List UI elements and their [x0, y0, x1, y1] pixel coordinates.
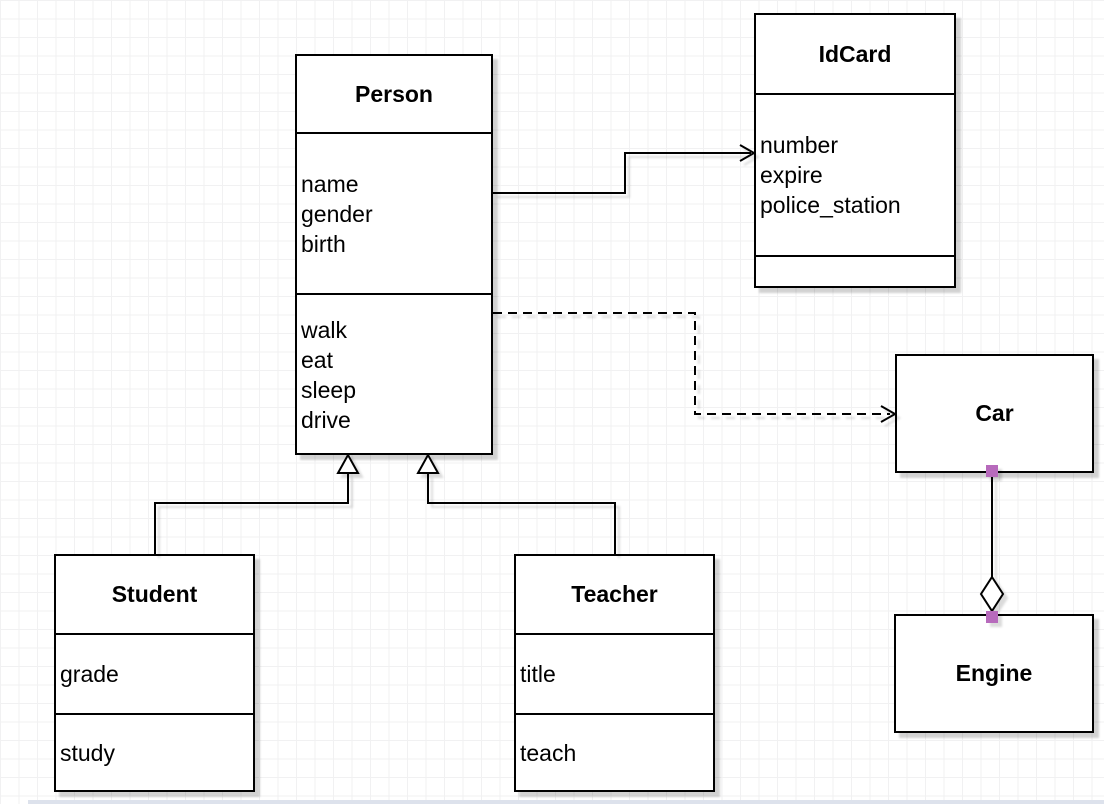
method: study	[60, 739, 115, 766]
attribute: birth	[301, 230, 346, 257]
class-title-student: Student	[111, 581, 198, 607]
edge-dependency-person-car[interactable]	[493, 312, 898, 423]
class-box-person[interactable]: Person name gender birth walk eat sleep …	[295, 54, 493, 455]
teacher-methods-section: teach	[516, 713, 713, 790]
person-attributes-section: name gender birth	[297, 132, 491, 293]
class-title-car: Car	[975, 400, 1014, 426]
class-title-idcard: IdCard	[818, 40, 892, 67]
attribute: name	[301, 170, 359, 197]
canvas-bottom-edge	[28, 800, 1104, 804]
method: teach	[520, 739, 577, 766]
class-title-person: Person	[355, 80, 433, 107]
attribute: number	[760, 132, 838, 158]
attribute: grade	[60, 661, 119, 687]
edge-generalization-teacher-person[interactable]	[416, 452, 616, 554]
method: walk	[301, 317, 348, 343]
class-box-student[interactable]: Student grade study	[54, 554, 255, 792]
class-box-teacher[interactable]: Teacher title teach	[514, 554, 715, 792]
class-title-engine: Engine	[955, 660, 1033, 686]
class-box-car[interactable]: Car	[895, 354, 1094, 473]
class-title-teacher: Teacher	[571, 581, 658, 607]
student-methods-section: study	[56, 713, 253, 790]
attribute: police_station	[760, 192, 901, 218]
method: drive	[301, 407, 351, 433]
attribute: expire	[760, 162, 823, 188]
class-box-engine[interactable]: Engine	[894, 614, 1094, 733]
edge-association-person-idcard[interactable]	[493, 144, 757, 194]
teacher-attributes-section: title	[516, 633, 713, 713]
method: eat	[301, 347, 333, 373]
aggregation-diamond	[979, 575, 1005, 613]
person-methods-section: walk eat sleep drive	[297, 293, 491, 455]
idcard-methods-section	[756, 255, 954, 286]
attribute: gender	[301, 200, 373, 227]
student-attributes-section: grade	[56, 633, 253, 713]
attribute: title	[520, 661, 556, 687]
edge-aggregation-car-engine[interactable]	[979, 465, 1005, 623]
class-box-idcard[interactable]: IdCard number expire police_station	[754, 13, 956, 288]
idcard-attributes-section: number expire police_station	[756, 93, 954, 255]
edge-generalization-student-person[interactable]	[154, 452, 360, 554]
method: sleep	[301, 377, 356, 403]
